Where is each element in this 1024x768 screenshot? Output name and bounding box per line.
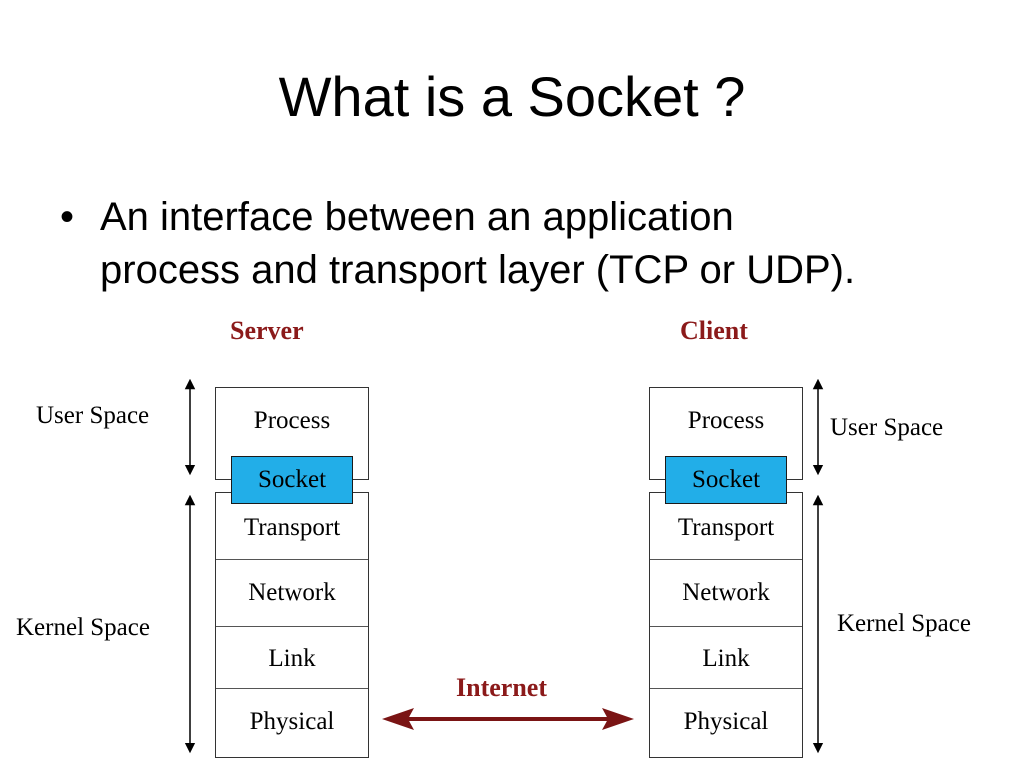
- server-heading: Server: [230, 316, 304, 345]
- bullet-mark: •: [60, 195, 75, 239]
- client-kernel-stack: Transport Network Link Physical: [649, 492, 803, 758]
- slide-title: What is a Socket ?: [278, 65, 746, 128]
- server-socket-box[interactable]: Socket: [231, 456, 353, 504]
- server-layer-physical: Physical: [249, 708, 335, 735]
- client-layer-transport: Transport: [677, 514, 775, 541]
- server-kernel-space-label: Kernel Space: [16, 614, 150, 641]
- bullet-text-line-1: An interface between an application: [100, 195, 734, 239]
- client-user-space-label: User Space: [830, 414, 944, 441]
- client-kernel-space-label: Kernel Space: [837, 610, 971, 637]
- server-layer-transport: Transport: [243, 514, 341, 541]
- client-layer-network: Network: [682, 579, 770, 606]
- server-layer-link: Link: [268, 645, 316, 672]
- server-divider: [216, 688, 368, 689]
- server-kernel-stack: Transport Network Link Physical: [215, 492, 369, 758]
- internet-label: Internet: [456, 673, 547, 702]
- server-divider: [216, 559, 368, 560]
- client-divider: [650, 688, 802, 689]
- server-process-label: Process: [253, 407, 331, 434]
- client-layer-physical: Physical: [683, 708, 769, 735]
- bullet-text-line-2: process and transport layer (TCP or UDP)…: [100, 248, 856, 292]
- client-socket-box[interactable]: Socket: [665, 456, 787, 504]
- internet-arrow: [382, 708, 634, 730]
- client-layer-link: Link: [702, 645, 750, 672]
- server-user-space-label: User Space: [36, 402, 150, 429]
- client-divider: [650, 559, 802, 560]
- server-layer-network: Network: [248, 579, 336, 606]
- client-divider: [650, 626, 802, 627]
- client-process-label: Process: [687, 407, 765, 434]
- client-heading: Client: [680, 316, 748, 345]
- server-divider: [216, 626, 368, 627]
